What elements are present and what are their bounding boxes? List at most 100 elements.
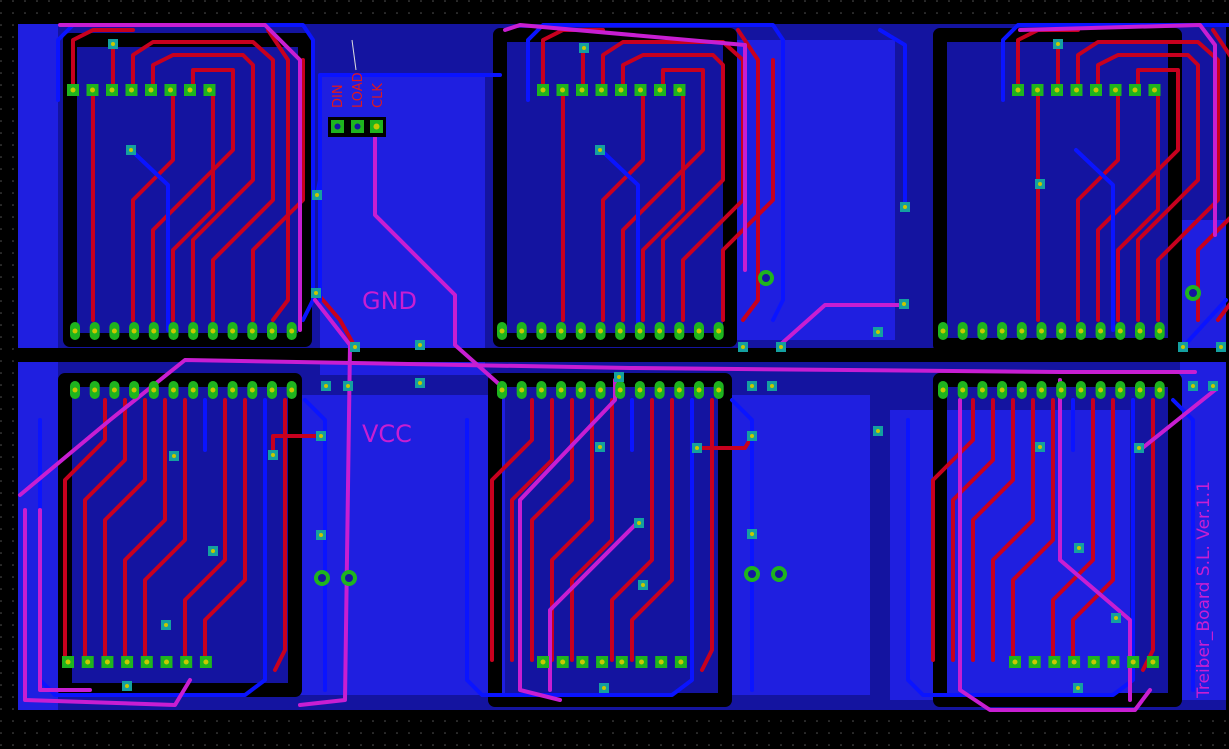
drill-hole	[618, 87, 624, 93]
drill-hole	[1071, 659, 1077, 665]
drill-hole	[164, 659, 169, 665]
drill-hole	[1012, 659, 1018, 665]
drill-hole	[979, 387, 985, 393]
drill-hole	[658, 659, 664, 665]
isolation-gaps	[11, 28, 1229, 707]
drill-hole	[657, 387, 663, 393]
drill-hole	[999, 387, 1005, 393]
drill-hole	[696, 328, 702, 334]
drill-hole	[940, 328, 946, 334]
drill-hole	[599, 87, 604, 93]
drill-hole	[1078, 328, 1084, 334]
drill-hole	[560, 659, 566, 665]
drill-hole	[1098, 328, 1104, 334]
drill-hole	[144, 659, 150, 665]
drill-hole	[1051, 659, 1057, 665]
drill-hole	[190, 328, 196, 334]
drill-hole	[289, 328, 295, 334]
drill-hole	[979, 328, 985, 334]
drill-hole	[1039, 387, 1044, 393]
connector-label-din: DIN	[331, 84, 346, 108]
drill-hole	[65, 659, 71, 665]
drill-hole	[1091, 659, 1097, 665]
drill-hole	[131, 387, 137, 393]
drill-hole	[183, 659, 189, 665]
drill-hole	[677, 87, 682, 93]
drill-hole	[558, 328, 564, 334]
drill-hole	[538, 328, 544, 334]
drill-hole	[999, 328, 1005, 334]
drill-hole	[558, 387, 564, 393]
drill-hole	[1058, 387, 1064, 393]
drill-hole	[1074, 87, 1079, 93]
drill-hole	[637, 387, 643, 393]
drill-hole	[519, 328, 525, 334]
connector-label-clk: CLK	[371, 83, 386, 108]
drill-hole	[676, 387, 682, 393]
drill-hole	[1054, 87, 1060, 93]
drill-hole	[538, 387, 544, 393]
drill-hole	[92, 328, 98, 334]
net-label-vcc: VCC	[362, 420, 412, 448]
drill-hole	[1132, 87, 1138, 93]
drill-hole	[676, 328, 682, 334]
drill-hole	[499, 328, 505, 334]
drill-hole	[1039, 328, 1044, 334]
drill-hole	[578, 387, 584, 393]
drill-hole	[70, 87, 76, 93]
drill-hole	[579, 659, 585, 665]
drill-hole	[210, 328, 216, 334]
drill-hole	[599, 659, 605, 665]
drill-hole	[1019, 387, 1025, 393]
drill-hole	[578, 328, 584, 334]
drill-hole	[960, 387, 966, 393]
drill-hole	[696, 387, 702, 393]
drill-hole	[657, 328, 663, 334]
drill-hole	[230, 328, 236, 334]
drill-hole	[1093, 87, 1099, 93]
drill-hole	[1035, 87, 1040, 93]
drill-hole	[171, 387, 176, 393]
drill-hole	[289, 387, 295, 393]
drill-hole	[560, 87, 565, 93]
silkscreen-traces	[18, 23, 1217, 712]
drill-hole	[716, 328, 722, 334]
drill-hole	[109, 87, 115, 93]
drill-hole	[540, 87, 546, 93]
drill-hole	[579, 87, 585, 93]
vias	[108, 39, 1226, 693]
drill-hole	[148, 87, 154, 93]
drill-hole	[85, 659, 91, 665]
drill-hole	[1015, 87, 1021, 93]
drill-hole	[171, 328, 176, 334]
drill-hole	[1113, 87, 1118, 93]
drill-hole	[1019, 328, 1025, 334]
drill-hole	[111, 328, 117, 334]
drill-hole	[598, 328, 603, 334]
drill-hole	[598, 387, 603, 393]
copper-pour	[18, 24, 1226, 710]
drill-hole	[960, 328, 966, 334]
drill-hole	[617, 328, 623, 334]
drill-hole	[1098, 387, 1104, 393]
drill-hole	[637, 328, 643, 334]
drill-hole	[210, 387, 216, 393]
drill-hole	[638, 87, 643, 93]
drill-hole	[90, 87, 95, 93]
drill-hole	[1137, 387, 1143, 393]
drill-hole	[190, 387, 196, 393]
drill-hole	[619, 659, 625, 665]
drill-hole	[678, 659, 684, 665]
drill-hole	[131, 328, 137, 334]
drill-hole	[1032, 659, 1038, 665]
drill-hole	[151, 328, 157, 334]
component-pads	[62, 84, 1165, 668]
drill-hole	[111, 387, 117, 393]
drill-hole	[168, 87, 173, 93]
drill-hole	[716, 387, 722, 393]
drill-hole	[104, 659, 110, 665]
drill-hole	[72, 328, 78, 334]
drill-hole	[129, 87, 134, 93]
drill-hole	[1117, 387, 1123, 393]
